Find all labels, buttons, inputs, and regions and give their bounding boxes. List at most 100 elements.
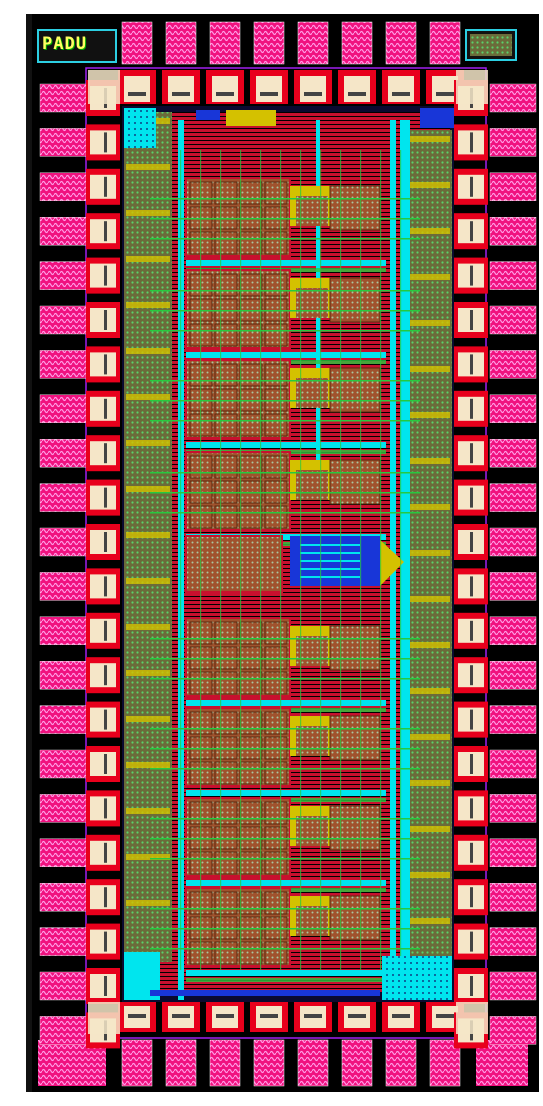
- left-io-cell: [90, 707, 116, 732]
- left-bond-pad: [39, 838, 87, 867]
- right-column-rail: [410, 136, 450, 142]
- center-block-route: [300, 568, 360, 570]
- right-io-cell-strip: [470, 443, 473, 464]
- core-block-bus: [186, 442, 386, 448]
- core-block-left: [185, 359, 291, 439]
- left-bond-pad: [39, 661, 87, 690]
- left-io-cell-strip: [104, 487, 107, 508]
- left-io-cell: [90, 130, 116, 155]
- corner-cell-top-left: [88, 70, 120, 104]
- horizontal-signal-route: [150, 678, 420, 680]
- left-bond-pad: [39, 439, 87, 468]
- left-column-rail: [126, 210, 170, 216]
- right-io-cell-strip: [470, 487, 473, 508]
- left-io-cell: [90, 530, 116, 554]
- right-io-cell-strip: [470, 398, 473, 419]
- left-column-rail: [126, 578, 170, 584]
- right-io-cell-strip: [470, 709, 473, 730]
- core-block-bus: [186, 970, 386, 976]
- right-column-rail: [410, 228, 450, 234]
- top-io-cell-strip: [304, 92, 322, 96]
- core-block-cell: [214, 273, 238, 297]
- center-block-route: [300, 544, 360, 546]
- corner-logo-top-right-fill: [470, 34, 512, 56]
- bottom-io-cell-strip: [392, 1014, 410, 1018]
- right-io-cell-strip: [470, 576, 473, 597]
- right-io-cell-strip: [470, 310, 473, 330]
- core-block-cell: [214, 711, 238, 735]
- core-block-cell: [264, 273, 288, 297]
- left-io-cell-strip: [104, 842, 107, 863]
- left-io-cell-strip: [104, 221, 107, 242]
- right-column-rail: [410, 412, 450, 418]
- right-io-cell-strip: [470, 754, 473, 774]
- right-io-cell-strip: [470, 976, 473, 996]
- horizontal-signal-route: [150, 928, 420, 930]
- left-column-rail: [126, 624, 170, 630]
- core-block-right: [329, 805, 381, 851]
- horizontal-signal-route: [150, 838, 420, 840]
- left-io-cell: [90, 840, 116, 865]
- left-io-cell-strip: [104, 354, 107, 375]
- left-bond-pad: [39, 172, 87, 202]
- top-left-header-cell: [124, 108, 156, 148]
- vertical-signal-route: [340, 150, 342, 970]
- horizontal-signal-route: [150, 512, 420, 514]
- right-column-rail: [410, 320, 450, 326]
- horizontal-signal-route: [150, 198, 420, 200]
- vertical-signal-route: [200, 150, 202, 970]
- horizontal-signal-route: [150, 818, 420, 820]
- vertical-signal-route: [280, 150, 282, 970]
- right-column-rail: [410, 872, 450, 878]
- core-block-cell: [264, 851, 288, 875]
- top-bond-pad: [297, 21, 329, 65]
- core-block-signal: [186, 978, 386, 982]
- right-column-rail: [410, 688, 450, 694]
- right-bond-pad: [489, 172, 537, 202]
- core-block-left: [185, 707, 291, 787]
- vertical-signal-route: [400, 150, 402, 970]
- left-io-cell: [90, 174, 116, 199]
- bottom-io-cell-strip: [216, 1014, 234, 1018]
- left-io-cell-strip: [104, 265, 107, 286]
- bottom-bond-pad: [297, 1039, 329, 1087]
- bottom-bus-blue: [150, 990, 380, 996]
- core-block-cell: [264, 671, 288, 695]
- corner-cell-bottom-right: [456, 1002, 488, 1034]
- top-io-cell-strip: [216, 92, 234, 96]
- horizontal-signal-route: [150, 400, 420, 402]
- right-io-cell-strip: [470, 354, 473, 375]
- right-bond-pad: [489, 483, 537, 512]
- right-bond-pad: [489, 439, 537, 468]
- right-bond-pad: [489, 1016, 537, 1045]
- vertical-signal-route: [320, 150, 322, 970]
- left-column-rail: [126, 762, 170, 768]
- left-io-cell: [90, 885, 116, 910]
- corner-cell-top-right: [456, 70, 488, 104]
- core-block-cell: [214, 323, 238, 347]
- core-block-right: [329, 277, 381, 323]
- left-column-rail: [126, 440, 170, 446]
- left-io-cell-strip: [104, 310, 107, 330]
- core-block-cell: [264, 761, 288, 785]
- right-io-cell-strip: [470, 887, 473, 908]
- left-io-cell: [90, 618, 116, 643]
- vertical-signal-route: [240, 150, 242, 970]
- right-io-cell-strip: [470, 532, 473, 552]
- left-io-cell: [90, 308, 116, 332]
- top-io-cell: [168, 76, 194, 102]
- vertical-signal-route: [380, 150, 382, 970]
- core-block-cell: [264, 801, 288, 825]
- right-bond-pad: [489, 527, 537, 557]
- top-io-cell-strip: [128, 92, 146, 96]
- core-block-cell: [264, 505, 288, 529]
- top-left-logo-label: PADU: [42, 34, 87, 54]
- core-block-cell: [214, 801, 238, 825]
- core-block-right: [329, 185, 381, 231]
- core-block-left: [185, 177, 291, 257]
- left-bond-pad: [39, 749, 87, 779]
- core-block-cell: [214, 851, 238, 875]
- horizontal-signal-route: [150, 768, 420, 770]
- horizontal-signal-route: [150, 658, 420, 660]
